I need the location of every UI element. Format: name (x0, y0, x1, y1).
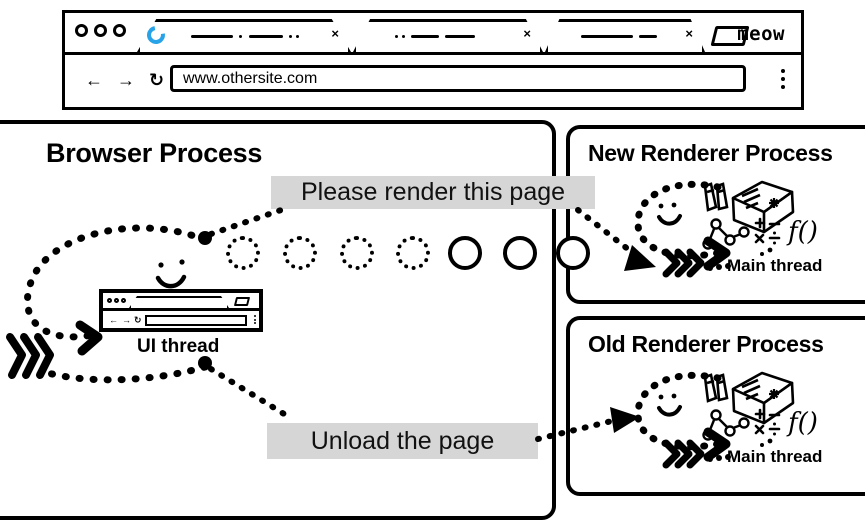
tab-title-line (249, 35, 283, 38)
mini-kebab-dot (254, 318, 256, 321)
queue-circle-crossing (556, 236, 590, 270)
back-arrow-icon[interactable]: ← (85, 70, 103, 90)
arrow-to-new-renderer (575, 207, 656, 271)
window-dot-icon[interactable] (113, 24, 126, 37)
svg-text:f(): f() (786, 217, 818, 247)
new-renderer-main-thread-loop (634, 180, 731, 271)
queue-circle-active (448, 236, 482, 270)
ui-thread-browser-icon: ← → ↻ (99, 289, 263, 332)
new-renderer-work-icons: f() (702, 180, 818, 256)
tab-title-dot (239, 35, 242, 38)
browser-tab-active[interactable]: × (137, 19, 351, 52)
queue-circle-pending (283, 236, 317, 270)
tab-close-icon[interactable]: × (685, 26, 693, 41)
window-dot-icon[interactable] (94, 24, 107, 37)
kebab-menu-icon[interactable] (781, 69, 785, 89)
ui-thread-loop-arrow (6, 224, 209, 384)
callout-please-render: Please render this page (271, 176, 595, 209)
old-renderer-smiley-icon (657, 393, 682, 417)
new-renderer-chevrons-icon (662, 248, 731, 278)
browser-window-bottom-edge (62, 107, 804, 110)
old-renderer-main-thread-label: Main thread (727, 447, 823, 466)
browser-tab-second[interactable]: × (353, 19, 543, 52)
tab-strip: × × × meow (65, 13, 801, 55)
queue-circle-active (503, 236, 537, 270)
tab-close-icon[interactable]: × (523, 26, 531, 41)
ui-thread-label: UI thread (137, 336, 220, 357)
tab-title-line (639, 35, 657, 38)
mini-tab-strip (103, 293, 259, 311)
tab-title-line (411, 35, 439, 38)
old-renderer-main-thread-loop (634, 371, 731, 462)
reload-icon[interactable]: ↻ (149, 70, 165, 90)
navigation-bar: ← → ↻ www.othersite.com (65, 55, 801, 110)
mini-kebab-icon (254, 315, 256, 324)
queue-circle-pending (226, 236, 260, 270)
tab-title-dot (402, 35, 405, 38)
panel-new-renderer-process (566, 125, 865, 304)
old-renderer-chevrons-icon (662, 439, 731, 469)
url-input[interactable]: www.othersite.com (170, 65, 746, 92)
new-renderer-main-thread-label: Main thread (727, 256, 823, 275)
callout-unload-page: Unload the page (267, 423, 538, 459)
old-renderer-work-icons: f() (702, 371, 818, 447)
browser-tab-third[interactable]: × (545, 19, 705, 52)
kebab-dot (781, 77, 785, 81)
tab-title-line (445, 35, 475, 38)
mini-kebab-dot (254, 322, 256, 324)
panel-old-renderer-process (566, 316, 865, 496)
mini-forward-icon: → (122, 315, 131, 325)
tab-title-dot (395, 35, 398, 38)
profile-label[interactable]: meow (737, 23, 785, 45)
tab-shape (137, 19, 351, 52)
forward-arrow-icon[interactable]: → (117, 70, 135, 90)
mini-window-dot-icon (121, 298, 126, 303)
mini-back-icon: ← (109, 315, 118, 325)
mini-url-bar (145, 315, 247, 326)
window-controls[interactable] (75, 24, 126, 37)
tab-title-dot (296, 35, 299, 38)
new-renderer-smiley-icon (657, 202, 682, 226)
kebab-dot (781, 69, 785, 73)
svg-text:f(): f() (786, 408, 818, 438)
panel-title-new-renderer: New Renderer Process (588, 140, 833, 166)
mini-window-dot-icon (114, 298, 119, 303)
mini-kebab-dot (254, 315, 256, 317)
tab-title-line (191, 35, 233, 38)
unload-callout-leader (198, 356, 292, 420)
mini-tab (129, 296, 229, 308)
arrow-to-old-renderer (535, 407, 640, 442)
window-dot-icon[interactable] (75, 24, 88, 37)
tab-close-icon[interactable]: × (331, 26, 339, 41)
queue-circle-pending (396, 236, 430, 270)
queue-circle-pending (340, 236, 374, 270)
panel-title-old-renderer: Old Renderer Process (588, 331, 824, 357)
diagram-canvas: Browser Process New Renderer Process Old… (0, 10, 865, 520)
render-callout-leader (198, 205, 290, 245)
mini-window-controls (107, 298, 126, 303)
tab-title-dot (289, 35, 292, 38)
mini-new-tab-button (233, 297, 251, 306)
mini-window-dot-icon (107, 298, 112, 303)
ui-thread-smiley-icon (155, 259, 187, 289)
panel-title-browser-process: Browser Process (46, 138, 263, 168)
mini-reload-icon: ↻ (134, 315, 142, 325)
kebab-dot (781, 85, 785, 89)
browser-window: × × × meow ← → ↻ (62, 10, 804, 110)
tab-title-line (581, 35, 633, 38)
